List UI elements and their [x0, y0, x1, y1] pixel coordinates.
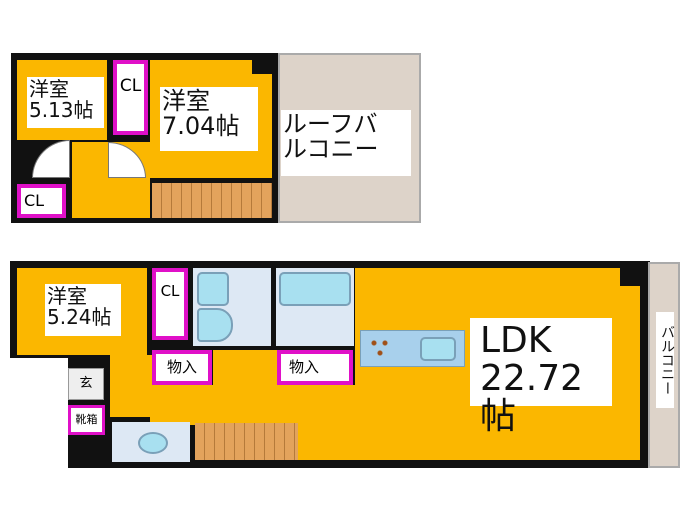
pillar — [620, 264, 642, 286]
storage-label: 物入 — [281, 354, 349, 381]
roof-balcony-label-line1: ルーフバ — [283, 110, 378, 138]
balcony-label: バルコニー — [656, 312, 675, 408]
closet-label: CL — [156, 272, 184, 336]
shoe-box: 靴箱 — [68, 405, 105, 435]
closet-upper-1: CL — [113, 60, 148, 135]
stairs-upper — [152, 183, 272, 218]
room-western-2-label: 洋室 7.04帖 — [160, 87, 258, 151]
hallway-lower — [110, 355, 155, 417]
room-name: 洋室 — [29, 77, 69, 101]
room-size: 5.13帖 — [29, 98, 94, 122]
toilet-icon — [138, 432, 168, 454]
sink-icon — [197, 272, 229, 306]
room-western-lower-label: 洋室 5.24帖 — [45, 284, 121, 336]
closet-label: CL — [21, 188, 62, 214]
room-western-1-label: 洋室 5.13帖 — [27, 77, 104, 128]
storage-label: 物入 — [156, 354, 208, 381]
storage-1: 物入 — [152, 350, 212, 385]
room-name: 洋室 — [47, 284, 87, 308]
storage-2: 物入 — [277, 350, 353, 385]
pillar — [252, 56, 276, 74]
stairs-lower — [195, 423, 298, 460]
room-size: 7.04帖 — [162, 112, 240, 141]
shoe-box-label: 靴箱 — [71, 408, 102, 432]
ldk-size: 22.72帖 — [480, 357, 584, 437]
ldk-label: LDK 22.72帖 — [470, 318, 612, 435]
roof-balcony-label: ルーフバ ルコニー — [281, 110, 411, 176]
ldk-area-2 — [213, 350, 278, 425]
bathtub-icon — [279, 272, 351, 306]
closet-upper-2: CL — [17, 184, 66, 218]
room-size: 5.24帖 — [47, 305, 112, 329]
kitchen-sink-icon — [420, 337, 456, 361]
entrance-label: 玄 — [79, 376, 93, 391]
stove-icon — [370, 338, 390, 358]
closet-lower: CL — [152, 268, 188, 340]
cutout — [8, 358, 68, 470]
closet-label: CL — [117, 64, 144, 131]
roof-balcony-label-line2: ルコニー — [283, 135, 379, 164]
washing-machine-icon — [197, 308, 233, 342]
room-name: 洋室 — [162, 87, 210, 115]
entrance: 玄 — [68, 368, 104, 400]
ldk-area-3 — [298, 385, 360, 460]
ldk-name: LDK — [480, 320, 552, 361]
